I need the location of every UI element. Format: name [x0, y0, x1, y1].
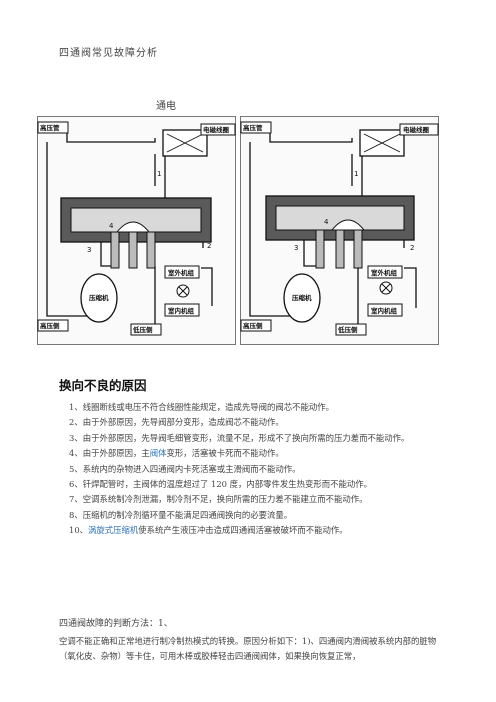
callout-4: 4	[109, 222, 114, 230]
diagnosis-body: 空调不能正确和正常地进行制冷制热模式的转换。原因分析如下：1)、四通阀内滑阀被系…	[59, 636, 437, 662]
diagram-caption: 通电	[156, 101, 176, 112]
section-heading: 换向不良的原因	[59, 378, 147, 393]
label-box-high-pipe	[240, 121, 272, 134]
cause-4-prefix: 4、由于外部原因，主	[69, 448, 150, 459]
valve-body-link[interactable]: 阀体	[149, 448, 167, 459]
port-1	[110, 231, 120, 269]
label-box-low-side	[130, 323, 162, 336]
high-pipe-line	[269, 130, 353, 143]
outdoor-unit	[164, 265, 200, 279]
four-way-valve-diagram-left: 高压管 电磁线圈 室外机组 室内机组 压缩机 高压侧 低压侧 1 2 3 4	[37, 116, 236, 345]
callout-3: 3	[87, 246, 91, 254]
cause-item-4: 4、由于外部原因，主阀体变形，活塞被卡死而不能动作。	[59, 446, 439, 461]
high-side-label: 高压侧	[243, 321, 263, 330]
indoor-unit	[164, 303, 200, 317]
coil-label: 电磁线圈	[403, 125, 430, 134]
high-side-line	[46, 142, 97, 317]
callout-4: 4	[324, 218, 329, 226]
outdoor-line	[201, 267, 213, 306]
cause-item-10: 10、涡旋式压缩机使系统产生液压冲击造成四通阀活塞被破坏而不能动作。	[59, 523, 439, 538]
coil-label: 电磁线圈	[203, 125, 230, 134]
coil-hatch-2	[166, 133, 204, 153]
label-box-coil	[399, 123, 439, 136]
cause-list: 1、线圈断线或电压不符合线圈性能规定，造成先导阀的阀芯不能动作。 2、由于外部原…	[59, 400, 439, 539]
cause-4-suffix: 变形，活塞被卡死而不能动作。	[166, 448, 284, 459]
high-pipe-label: 高压管	[40, 123, 60, 132]
coil-hatch-2	[363, 133, 401, 153]
expansion-cross-2	[381, 283, 391, 293]
cause-10-suffix: 使系统产生液压冲击造成四通阀活塞被破坏而不能动作。	[138, 525, 348, 536]
high-pipe-label: 高压管	[243, 123, 263, 132]
label-box-high-pipe	[37, 121, 69, 134]
high-side-line	[249, 142, 300, 317]
label-box-low-side	[335, 323, 367, 336]
cause-item-3: 3、由于外部原因，先导阀毛细管变形，流量不足，形成不了换向所需的压力差而不能动作…	[69, 432, 410, 443]
cause-item-1: 1、线圈断线或电压不符合线圈性能规定，造成先导阀的阀芯不能动作。	[69, 402, 334, 412]
outdoor-label: 室外机组	[371, 268, 398, 277]
cause-item-6: 6、钎焊配管时，主阀体的温度超过了 120 度，内部零件发生热变形而不能动作。	[69, 479, 373, 490]
cause-item-2: 2、由于外部原因，先导阀部分变形，造成阀芯不能动作。	[69, 417, 284, 428]
outdoor-line	[404, 267, 417, 308]
port-3	[353, 229, 363, 269]
valve-schematic-right: 高压管 电磁线圈 室外机组 室内机组 压缩机 高压侧 低压侧 1 2 3 4	[240, 116, 439, 345]
indoor-label: 室内机组	[168, 306, 195, 315]
compressor-shape	[80, 273, 118, 323]
outdoor-unit	[367, 265, 403, 279]
diagnosis-title: 四通阀故障的判断方法：1、	[59, 619, 173, 629]
expansion-cross-2	[178, 286, 188, 296]
cause-item-8: 8、压缩机的制冷剂循环量不能满足四通阀换向的必要流量。	[69, 509, 293, 520]
solenoid-coil	[359, 129, 405, 157]
valve-schematic-left: 高压管 电磁线圈 室外机组 室内机组 压缩机 高压侧 低压侧 1 2 3 4	[37, 116, 236, 345]
high-side-label: 高压侧	[40, 321, 60, 330]
low-side-label: 低压侧	[132, 325, 153, 334]
compressor-label: 压缩机	[292, 293, 312, 302]
high-pipe-line	[66, 130, 156, 143]
compressor-shape	[283, 273, 321, 323]
slide-valve	[330, 219, 366, 231]
label-box-high-side	[240, 319, 272, 332]
four-way-valve-diagram-right: 高压管 电磁线圈 室外机组 室内机组 压缩机 高压侧 低压侧 1 2 3 4	[240, 116, 439, 345]
low-side-label: 低压侧	[337, 325, 358, 334]
indoor-label: 室内机组	[371, 306, 398, 315]
document-title: 四通阀常见故障分析	[59, 48, 158, 59]
cause-10-prefix: 10、	[69, 525, 89, 536]
indoor-unit	[367, 303, 403, 317]
cause-item-7: 7、空调系统制冷剂泄漏，制冷剂不足，换向所需的压力差不能建立而不能动作。	[69, 494, 368, 505]
label-box-coil	[200, 123, 236, 136]
callout-1: 1	[354, 170, 358, 178]
outdoor-label: 室外机组	[168, 268, 195, 277]
compressor-label: 压缩机	[89, 293, 109, 302]
callout-2: 2	[207, 242, 211, 250]
scroll-compressor-link[interactable]: 涡旋式压缩机	[88, 525, 139, 536]
callout-3: 3	[294, 244, 298, 252]
port-1	[315, 229, 325, 269]
callout-1: 1	[157, 170, 161, 178]
port-2	[335, 229, 345, 269]
port-3	[146, 231, 156, 269]
port-2	[128, 231, 138, 269]
cause-item-5: 5、系统内的杂物进入四通阀内卡死活塞或主滑阀而不能动作。	[69, 463, 301, 474]
label-box-high-side	[37, 319, 69, 332]
callout-2: 2	[410, 244, 414, 252]
